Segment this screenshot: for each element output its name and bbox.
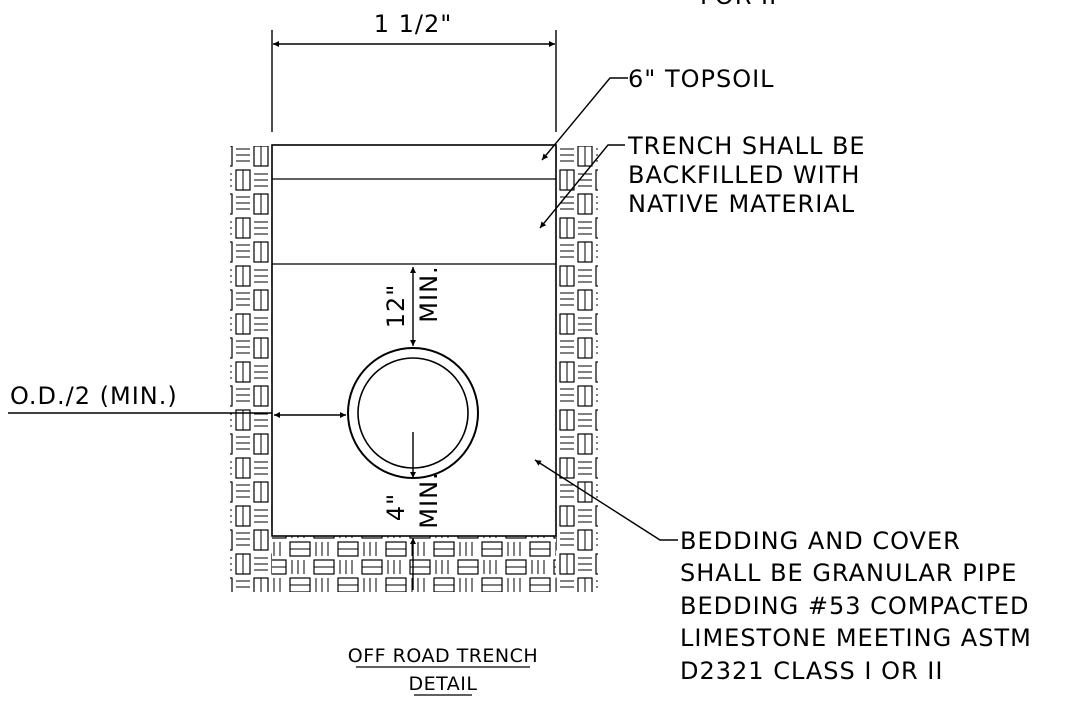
backfill-leader <box>539 144 625 229</box>
bedding-dimension-value: 4" <box>382 493 410 521</box>
cover-dimension-qualifier: MIN. <box>415 265 443 322</box>
bedding-callout-line-5: D2321 CLASS I OR II <box>680 657 943 685</box>
bedding-callout-line-1: BEDDING AND COVER <box>680 527 961 555</box>
bedding-dimension-qualifier: MIN. <box>415 471 443 528</box>
width-dimension-label: 1 1/2" <box>374 10 453 38</box>
bedding-callout-line-2: SHALL BE GRANULAR PIPE <box>680 559 1017 587</box>
backfill-callout-line-3: NATIVE MATERIAL <box>628 190 855 218</box>
cover-dimension-value: 12" <box>382 284 410 329</box>
soil-hatch-left <box>230 146 272 592</box>
side-clearance-label: O.D./2 (MIN.) <box>10 382 178 410</box>
soil-hatch-bottom <box>272 536 556 592</box>
backfill-callout-line-2: BACKFILLED WITH <box>628 161 860 189</box>
soil-hatch-right <box>556 146 598 592</box>
detail-title-line-1: OFF ROAD TRENCH <box>348 645 538 667</box>
detail-title-line-2: DETAIL <box>409 673 478 695</box>
bedding-callout-line-3: BEDDING #53 COMPACTED <box>680 592 1029 620</box>
top-note: FOR II <box>700 0 777 10</box>
backfill-callout-line-1: TRENCH SHALL BE <box>627 132 866 160</box>
topsoil-leader <box>541 77 628 161</box>
bedding-callout-line-4: LIMESTONE MEETING ASTM <box>680 624 1032 652</box>
topsoil-callout: 6" TOPSOIL <box>628 65 775 93</box>
bedding-leader <box>534 459 678 541</box>
